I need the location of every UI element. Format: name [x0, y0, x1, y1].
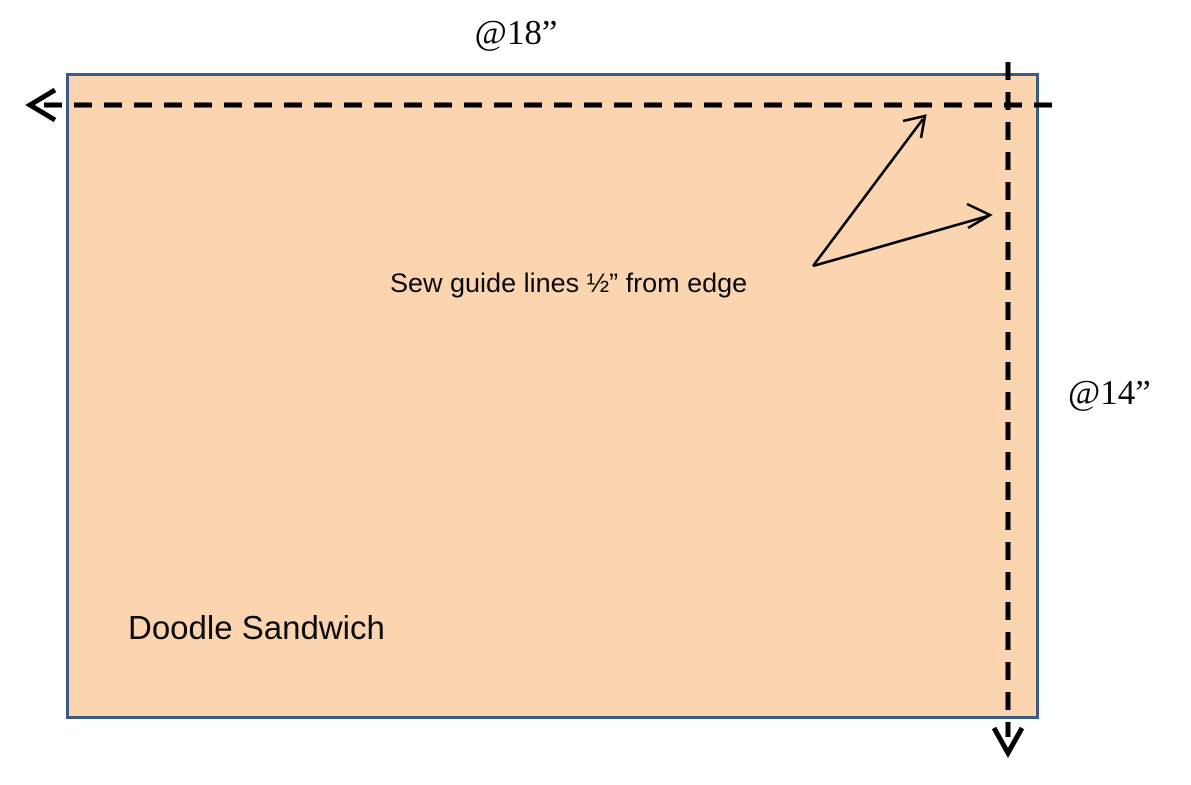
annotation-arrow-to-horizontal-guide	[811, 114, 927, 267]
sew-guide-note-label: Sew guide lines ½” from edge	[390, 268, 747, 298]
annotation-arrow-to-vertical-guide	[812, 202, 993, 268]
left-arrowhead-icon	[25, 87, 57, 123]
height-dimension-label: @14”	[1068, 373, 1151, 412]
down-arrowhead-icon	[991, 726, 1025, 759]
width-dimension-label: @18”	[475, 13, 558, 52]
fabric-name-label: Doodle Sandwich	[128, 609, 385, 646]
